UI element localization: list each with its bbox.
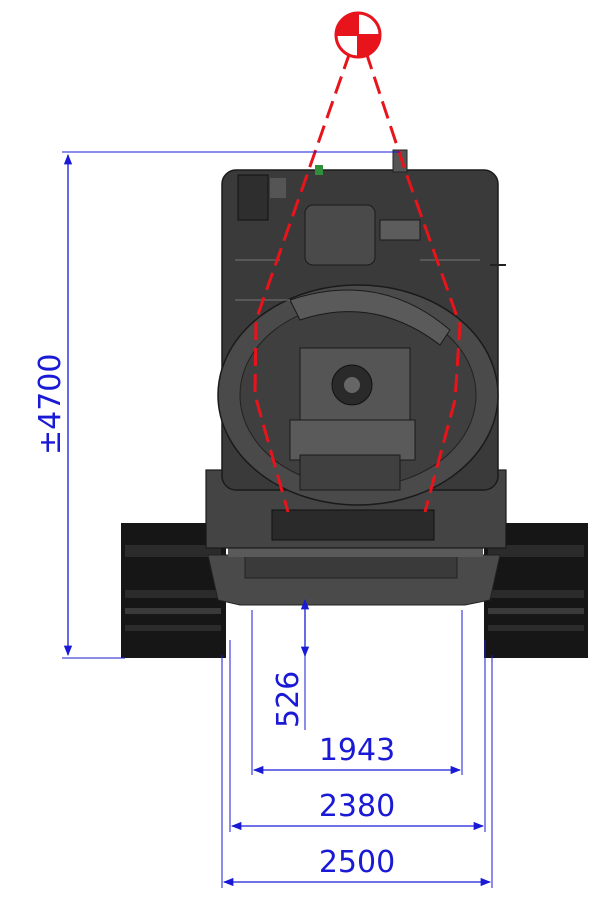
superstructure [205, 149, 507, 549]
dimension-labels: ±4700 526 1943 2380 2500 [33, 354, 395, 880]
height-label: ±4700 [33, 354, 68, 455]
overall-width-label: 2500 [319, 845, 395, 880]
undercarriage [207, 547, 501, 606]
excavator-front-view [121, 149, 588, 658]
left-lifting-rope [253, 51, 352, 513]
dimension-lines [62, 151, 493, 888]
track-width-label: 2380 [319, 789, 395, 824]
right-lifting-rope [364, 51, 462, 513]
center-of-gravity-symbol-icon [334, 11, 382, 59]
inner-track-label: 1943 [319, 733, 395, 768]
ground-clearance-label: 526 [271, 671, 306, 728]
lifting-rope-lines [253, 51, 462, 513]
